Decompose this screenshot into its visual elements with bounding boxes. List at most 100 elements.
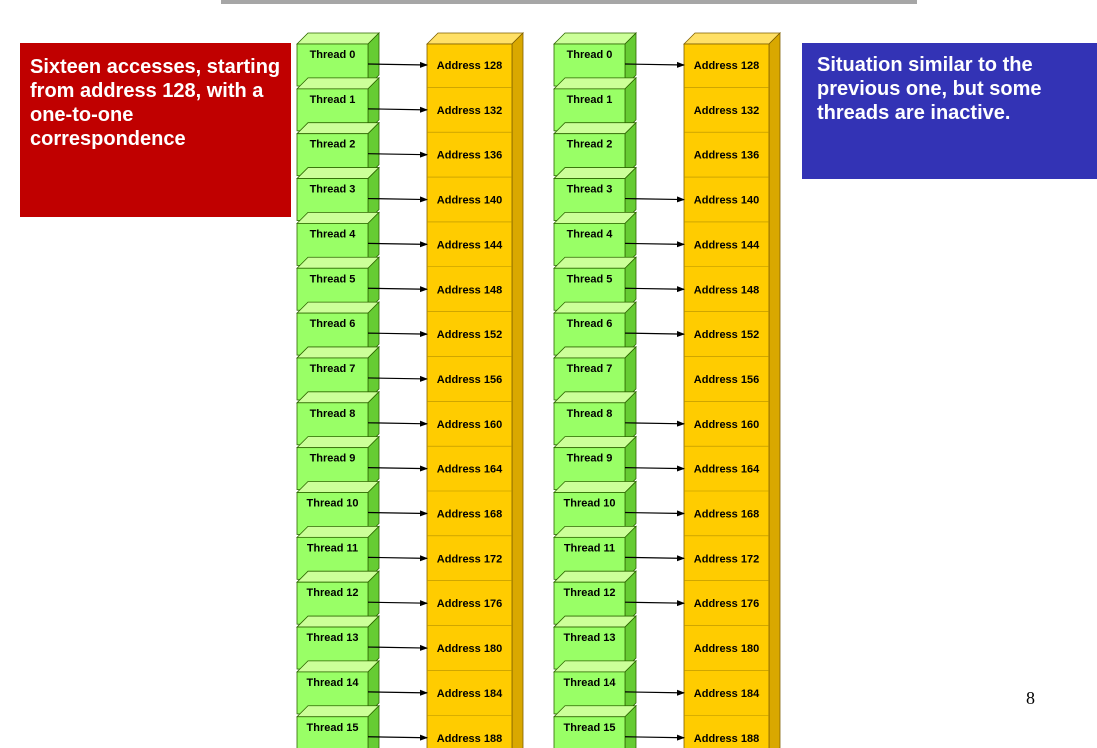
thread-label: Thread 14 [307,677,360,689]
thread-label: Thread 7 [310,363,356,375]
access-arrow [367,106,428,113]
thread-label: Thread 10 [564,498,616,510]
access-arrow [624,330,685,337]
address-label: Address 128 [437,60,502,72]
access-arrow [624,689,685,696]
thread-box-top [296,301,380,314]
right-callout: Situation similar to the previous one, b… [802,43,1097,179]
address-label: Address 176 [437,598,502,610]
thread-label: Thread 8 [310,408,356,420]
thread-label: Thread 15 [564,722,616,734]
access-arrow [367,734,428,741]
left-callout: Sixteen accesses, starting from address … [20,43,291,217]
thread-box-top [296,211,380,224]
address-label: Address 188 [437,733,502,745]
thread-box-top [296,32,380,45]
address-label: Address 164 [437,464,503,476]
thread-label: Thread 8 [567,408,613,420]
thread-label: Thread 3 [567,184,613,196]
thread-box-top [296,391,380,404]
thread-box: Thread 12 [296,570,380,626]
thread-label: Thread 1 [310,94,356,106]
thread-label: Thread 9 [310,453,356,465]
access-arrow [367,644,428,651]
access-arrow [624,420,685,427]
address-label: Address 184 [694,688,760,700]
access-arrow [367,510,428,517]
address-label: Address 172 [694,553,759,565]
thread-box-top [553,705,637,718]
access-arrow [367,196,428,203]
address-column-top [426,32,524,45]
access-arrow [624,465,685,472]
thread-label: Thread 3 [310,184,356,196]
address-label: Address 140 [437,195,502,207]
address-column-side [511,32,524,748]
thread-box-top [553,570,637,583]
access-arrow [367,600,428,607]
address-label: Address 168 [437,509,502,521]
address-label: Address 156 [437,374,502,386]
address-label: Address 132 [437,105,502,117]
thread-label: Thread 1 [567,94,613,106]
address-column [683,43,770,748]
thread-box-top [553,211,637,224]
thread-label: Thread 13 [307,632,359,644]
access-arrow [367,420,428,427]
thread-box-top [553,391,637,404]
address-label: Address 176 [694,598,759,610]
thread-label: Thread 15 [307,722,359,734]
thread-box-top [553,660,637,673]
thread-box-top [553,167,637,179]
address-label: Address 156 [694,374,759,386]
access-arrow [624,555,685,562]
address-label: Address 160 [694,419,759,431]
address-label: Address 152 [437,329,502,341]
thread-label: Thread 12 [307,587,359,599]
thread-box-front [296,716,369,748]
address-column-top [683,32,781,45]
page-number: 8 [1026,688,1035,708]
thread-box-top [553,525,637,538]
thread-label: Thread 2 [567,139,613,151]
thread-box-top [296,615,380,628]
access-arrow [624,510,685,517]
thread-label: Thread 2 [310,139,356,151]
access-arrow [367,689,428,696]
thread-box: Thread 15 [553,704,637,748]
thread-box-top [296,256,380,269]
address-label: Address 184 [437,688,503,700]
address-label: Address 188 [694,733,759,745]
thread-label: Thread 7 [567,363,613,375]
access-arrow [367,555,428,562]
access-arrow [367,151,428,158]
access-arrow [624,734,685,741]
address-label: Address 144 [694,239,760,251]
address-label: Address 136 [437,150,502,162]
thread-box: Thread 12 [553,570,637,626]
address-label: Address 172 [437,553,502,565]
right-callout-text: Situation similar to the previous one, b… [817,54,1042,124]
access-arrow [367,61,428,68]
thread-box-top [553,615,637,628]
address-label: Address 140 [694,195,759,207]
access-arrow [367,465,428,472]
address-column [426,43,513,748]
access-arrow [367,286,428,293]
thread-label: Thread 11 [564,542,615,554]
address-column-side [768,32,781,748]
access-arrow [624,600,685,607]
thread-box-top [296,481,380,493]
thread-box: Thread 5 [296,256,380,312]
access-arrow [624,241,685,248]
address-label: Address 148 [437,284,502,296]
thread-box-top [553,346,637,359]
thread-label: Thread 0 [310,49,356,61]
thread-label: Thread 14 [564,677,617,689]
address-label: Address 152 [694,329,759,341]
address-label: Address 132 [694,105,759,117]
thread-box-top [296,122,380,135]
address-label: Address 164 [694,464,760,476]
address-label: Address 144 [437,239,503,251]
